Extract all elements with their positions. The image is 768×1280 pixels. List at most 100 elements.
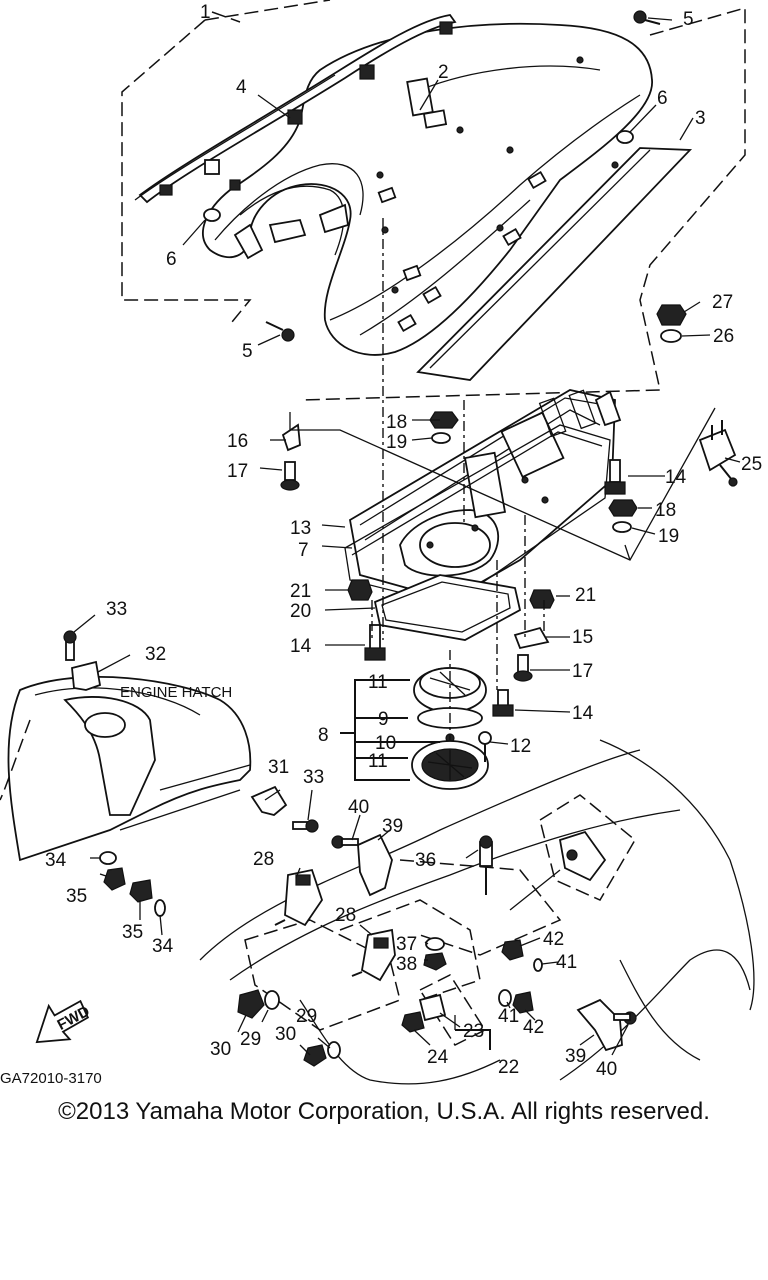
bolt-33-mid	[292, 819, 319, 833]
washer-6-right	[616, 130, 634, 144]
callout-2: 2	[438, 62, 449, 83]
callout-18-right: 18	[655, 500, 676, 521]
seat	[202, 22, 653, 356]
washer-34-left	[99, 851, 117, 865]
washer-29-center	[327, 1041, 341, 1059]
vent-bracket-8	[340, 679, 440, 781]
callout-30-left: 30	[210, 1039, 231, 1060]
callout-40-lower: 40	[596, 1059, 617, 1080]
callout-33-mid: 33	[303, 767, 324, 788]
callout-16: 16	[227, 431, 248, 452]
fitting-36	[479, 835, 493, 895]
washer-29-left	[264, 990, 280, 1010]
callout-39-upper: 39	[382, 816, 403, 837]
vent-fitting-25	[698, 420, 738, 487]
washer-19-top	[431, 432, 451, 444]
callout-28-left: 28	[253, 849, 274, 870]
callout-14-lower: 14	[572, 703, 594, 724]
callout-23: 23	[463, 1021, 484, 1042]
engine-hatch-label: ENGINE HATCH	[120, 684, 232, 701]
callout-42-lower: 42	[523, 1017, 544, 1038]
callout-25: 25	[741, 454, 762, 475]
seat-group-outline	[121, 0, 746, 401]
callout-29-center: 29	[296, 1006, 317, 1027]
callout-20: 20	[290, 601, 311, 622]
callout-numbers: 1 2 3 4 5 5 6 6 7 8 9 10 11 11 12 13 14 …	[45, 2, 762, 1080]
nut-21-right	[529, 589, 555, 609]
callout-30-center: 30	[275, 1024, 296, 1045]
callout-21-left: 21	[290, 581, 311, 602]
screw-5-bottom	[265, 321, 295, 342]
callout-27: 27	[712, 292, 733, 313]
nut-18-right	[608, 499, 638, 517]
callout-6-left: 6	[166, 249, 177, 270]
washer-41-right	[533, 958, 543, 972]
nut-35-mid	[129, 879, 153, 903]
bolt-33-top	[63, 630, 77, 661]
callout-34-left: 34	[45, 850, 67, 871]
gasket-7-inner	[351, 431, 603, 556]
nut-30-left	[237, 989, 265, 1019]
seat-trim-strip	[134, 14, 457, 204]
callout-7: 7	[298, 540, 309, 561]
nut-24	[401, 1011, 425, 1033]
callout-26: 26	[713, 326, 734, 347]
washer-6-left	[203, 208, 221, 222]
callout-28-center: 28	[335, 905, 356, 926]
callout-37: 37	[396, 934, 417, 955]
callout-3: 3	[695, 108, 706, 129]
callout-41-right: 41	[556, 952, 577, 973]
storage-compartment	[349, 389, 622, 601]
bolt-40-lower	[613, 1011, 637, 1025]
nut-42-upper	[501, 939, 524, 961]
screw-5-top	[633, 10, 661, 25]
callout-1: 1	[200, 2, 211, 23]
gasket-7	[344, 424, 611, 606]
callout-40-upper: 40	[348, 797, 369, 818]
nut-30-center	[303, 1044, 327, 1067]
bracket-22-line	[455, 1029, 491, 1050]
callout-11-top: 11	[368, 672, 388, 693]
callout-5-bottom: 5	[242, 341, 253, 362]
callout-39-lower: 39	[565, 1046, 586, 1067]
figure-code: GA72010-3170	[0, 1070, 102, 1087]
callout-19-top: 19	[386, 432, 407, 453]
callout-5-top: 5	[683, 9, 694, 30]
bolt-40-upper	[331, 835, 359, 849]
bracket-28-left	[274, 868, 323, 927]
callout-14-right: 14	[665, 467, 687, 488]
callout-29-left: 29	[240, 1029, 261, 1050]
callout-32: 32	[145, 644, 166, 665]
vent-cap-assembly	[411, 650, 489, 790]
washer-19-right	[612, 521, 632, 533]
bracket-28-center	[351, 928, 396, 982]
nut-21-left	[347, 579, 373, 601]
washer-26	[660, 329, 682, 343]
plate-23	[418, 993, 447, 1022]
bolt-14-lower-right	[492, 689, 514, 717]
seat-rail	[416, 147, 693, 381]
washer-37	[425, 937, 445, 951]
callout-4: 4	[236, 77, 247, 98]
callout-35-left: 35	[66, 886, 87, 907]
callout-36: 36	[415, 850, 436, 871]
engine-hatch	[0, 676, 252, 862]
screw-17-left	[280, 461, 300, 491]
hull-deck	[199, 739, 755, 1085]
callout-12: 12	[510, 736, 531, 757]
bolt-14-right-top	[604, 459, 626, 495]
copyright-notice: ©2013 Yamaha Motor Corporation, U.S.A. A…	[58, 1098, 710, 1125]
callout-21-right: 21	[575, 585, 596, 606]
callout-42-upper: 42	[543, 929, 564, 950]
parts-diagram: FWD ENGINE HATCH GA72010-3170 1 2 3 4 5 …	[0, 0, 762, 1087]
callout-19-right: 19	[658, 526, 679, 547]
callout-6-right: 6	[657, 88, 668, 109]
leaders-tray	[259, 218, 741, 713]
callout-38: 38	[396, 954, 417, 975]
bracket-31	[250, 785, 288, 816]
callout-13: 13	[290, 518, 311, 539]
callout-10: 10	[375, 733, 396, 754]
callout-17-right: 17	[572, 661, 593, 682]
nut-38	[423, 952, 447, 971]
switch-assembly	[509, 830, 607, 911]
